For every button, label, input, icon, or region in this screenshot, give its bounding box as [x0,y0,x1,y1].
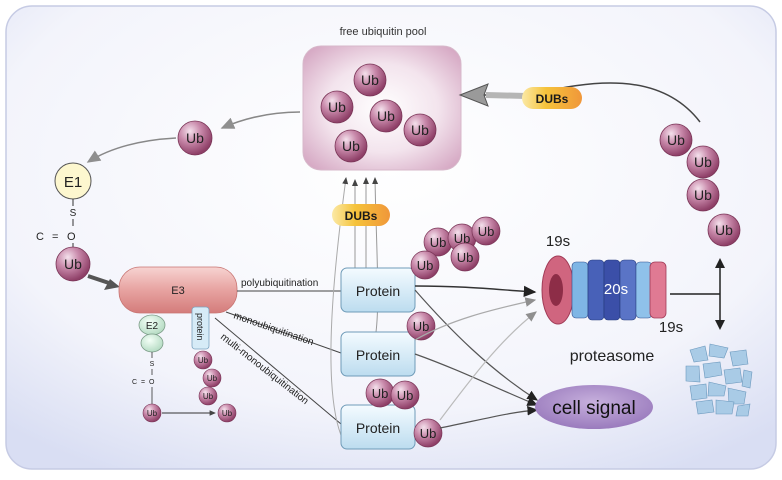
e2-ub: Ub [142,403,162,423]
svg-text:Ub: Ub [361,72,379,88]
svg-text:Ub: Ub [328,99,346,115]
pool-ub-2: Ub [320,90,354,124]
svg-text:Ub: Ub [186,130,204,146]
recycle-line-4 [372,177,379,333]
dubs-middle-label: DUBs [345,209,378,223]
e2-o: O [149,379,155,386]
svg-text:Ub: Ub [342,138,360,154]
dubs-top-badge [522,87,582,109]
substrate-ub-chain: Ub Ub Ub Ub [193,350,237,423]
free-ub: Ub [177,120,213,156]
proteasome: 20s [541,255,667,325]
svg-text:Ub: Ub [667,132,685,148]
svg-text:Ub: Ub [454,231,471,246]
mono-to-proteasome [414,297,537,341]
substrate-protein-label: protein [195,313,205,341]
e1-o: O [67,231,76,243]
svg-text:Ub: Ub [715,222,733,238]
down-arrowhead [715,320,725,330]
svg-text:Ub: Ub [147,409,158,418]
e1-to-e3-arrow [87,274,113,286]
svg-text:Ub: Ub [430,235,447,250]
svg-text:Ub: Ub [694,154,712,170]
substrate-protein [191,306,210,350]
multi-to-proteasome [439,311,537,421]
e2-c: C [132,379,137,386]
proteasome-core [571,259,653,321]
polyub-chain: Ub Ub Ub Ub Ub [410,216,501,280]
pool-title: free ubiquitin pool [340,26,427,38]
mono-ub: Ub [406,311,436,341]
protein-multi: Protein [340,404,416,450]
proteasome-cap-right [649,261,667,319]
svg-text:Ub: Ub [413,319,430,334]
dubs-middle-badge [332,204,390,226]
svg-text:Ub: Ub [377,108,395,124]
e1-ub: Ub [55,246,91,282]
e1-s: S [70,208,77,219]
protein-poly: Protein [340,267,416,313]
proteasome-cap-bottom-label: 19s [659,319,683,336]
svg-text:Protein: Protein [356,420,400,436]
dubs-top-label: DUBs [536,92,569,106]
released-ub-chain: Ub Ub Ub Ub [659,123,741,247]
multi-mono-ubs: Ub Ub Ub [365,378,443,448]
e1-to-e3-arrowhead [104,279,120,290]
svg-text:Ub: Ub [397,388,414,403]
e2-eq: = [141,379,145,386]
polyubiquitination-label: polyubiquitination [241,278,318,289]
svg-text:Ub: Ub [417,258,434,273]
multi-line [214,317,342,425]
ub-to-e1-arrow [86,137,177,163]
svg-text:Ub: Ub [64,256,82,272]
proteasome-label: proteasome [570,348,655,365]
e2-s: S [150,361,155,368]
e2-label: E2 [146,321,159,332]
svg-text:Ub: Ub [198,356,209,365]
e1-label: E1 [64,174,82,191]
e2-enzyme-lower [140,333,164,353]
svg-text:Ub: Ub [411,122,429,138]
svg-text:Ub: Ub [478,224,495,239]
svg-text:Protein: Protein [356,283,400,299]
mono-to-signal [414,353,539,406]
cell-signal-label: cell signal [552,398,635,419]
peptide-fragments [685,343,753,417]
svg-text:Ub: Ub [420,426,437,441]
proteasome-core-label: 20s [604,281,628,298]
pool-arrowhead [458,83,489,107]
e1-c: C [36,231,44,243]
proteasome-cap-top-label: 19s [546,233,570,250]
pool-ubiquitins: Ub Ub Ub Ub Ub [320,63,437,163]
svg-text:Ub: Ub [222,409,233,418]
pool-arrow-shaft [486,92,526,99]
pool-ub-3: Ub [369,99,403,133]
svg-text:Ub: Ub [207,374,218,383]
proteasome-pore [549,274,563,306]
mono-line [225,311,342,354]
e1-eq: = [52,231,58,243]
cell-signal [535,385,653,429]
svg-text:Ub: Ub [457,250,474,265]
svg-text:Ub: Ub [372,386,389,401]
pool-to-ub-arrow [220,111,301,129]
poly-to-signal [414,289,539,401]
up-arrowhead [715,258,725,268]
svg-text:Protein: Protein [356,347,400,363]
multi-to-signal [439,405,539,429]
pool-ub-1: Ub [353,63,387,97]
svg-text:Ub: Ub [203,392,214,401]
poly-to-proteasome [414,285,537,297]
svg-text:Ub: Ub [694,187,712,203]
pool-ub-4: Ub [403,113,437,147]
e3-ligase [118,266,238,314]
pool-ub-5: Ub [334,129,368,163]
protein-mono: Protein [340,331,416,377]
e3-label: E3 [171,285,184,297]
